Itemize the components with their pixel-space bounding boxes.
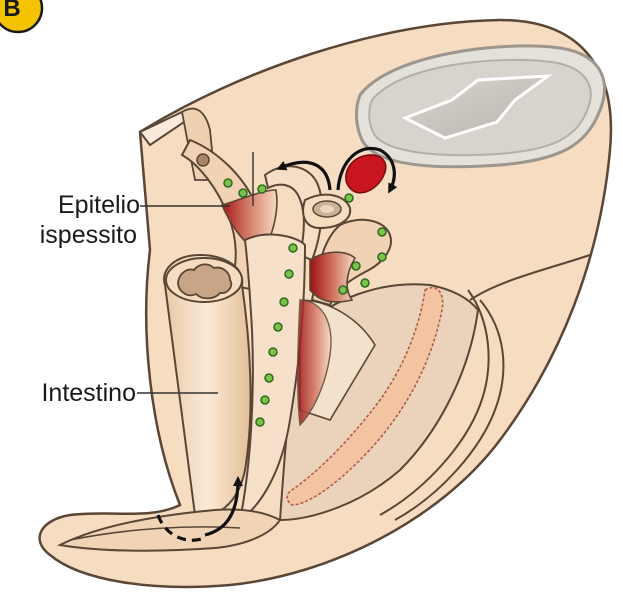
green-cell xyxy=(239,189,247,197)
label-intestino: Intestino xyxy=(41,379,136,407)
panel-letter: B xyxy=(3,0,20,22)
green-cell xyxy=(280,298,288,306)
green-cell xyxy=(378,228,386,236)
green-cell xyxy=(224,179,232,187)
green-cell xyxy=(361,279,369,287)
green-cell xyxy=(352,262,360,270)
label-epitelio-line2: ispessito xyxy=(40,221,137,249)
green-cell xyxy=(378,253,386,261)
left-vessel-dot xyxy=(197,154,209,166)
central-tube xyxy=(303,195,350,228)
green-cell xyxy=(265,374,273,382)
green-cell xyxy=(274,323,282,331)
green-cell xyxy=(269,348,277,356)
green-cell xyxy=(285,270,293,278)
green-cell xyxy=(256,418,264,426)
green-cell xyxy=(339,286,347,294)
label-epitelio-line1: Epitelio xyxy=(58,191,140,219)
panel-badge: B xyxy=(0,0,42,32)
green-cell xyxy=(261,396,269,404)
green-cell xyxy=(258,185,266,193)
green-cell xyxy=(345,194,353,202)
green-cell xyxy=(289,244,297,252)
